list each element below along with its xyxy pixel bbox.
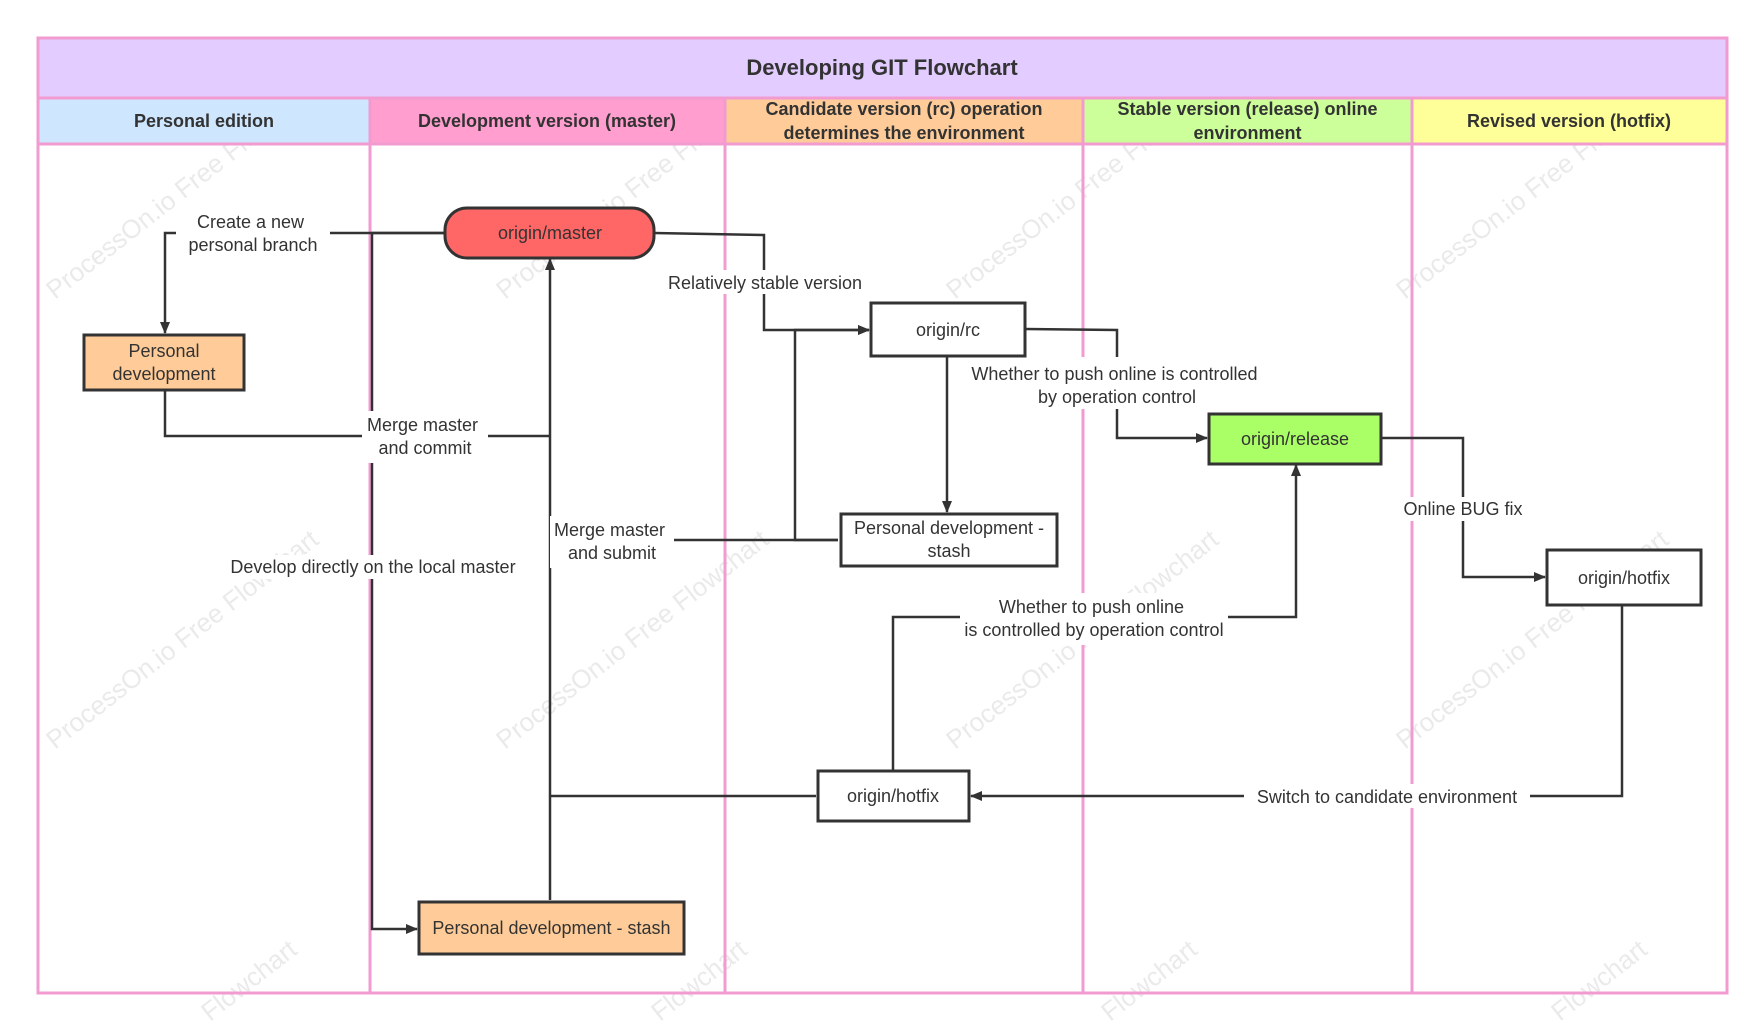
node-personal-development[interactable] [82,333,246,392]
node-label-layer: origin/master Personal development origi… [112,223,1670,938]
node-personal-dev-stash-rc[interactable] [839,512,1059,568]
node-origin-rc[interactable] [869,301,1027,358]
lane-label-personal: Personal edition [134,111,274,131]
lane-body-release [1081,142,1414,995]
node-layer [82,206,1703,956]
edge-label-merge-submit: Merge master and submit [554,520,670,563]
watermark: Flowchart [1095,933,1203,1027]
lane-body-hotfix [1410,142,1729,995]
edge-label-create-branch: Create a new personal branch [188,212,317,255]
edge-label-push-online-2: Whether to push online is controlled by … [964,597,1223,640]
watermark: Flowchart [195,933,303,1027]
edge-label-switch-candidate: Switch to candidate environment [1257,787,1517,807]
node-origin-hotfix-right[interactable] [1545,548,1703,607]
node-origin-release[interactable] [1207,412,1383,466]
node-label-origin-master: origin/master [498,223,602,243]
node-origin-master[interactable] [443,206,656,260]
edge-develop-local [370,231,445,934]
lane-label-hotfix: Revised version (hotfix) [1467,111,1671,131]
watermark: Flowchart [1545,933,1653,1027]
lane-header-hotfix [1410,96,1729,146]
edge-label-relatively-stable: Relatively stable version [668,273,862,293]
node-label-origin-hotfix-right: origin/hotfix [1578,568,1670,588]
node-label-personal-dev-stash-master: Personal development - stash [432,917,671,938]
node-label-origin-release: origin/release [1241,429,1349,449]
edge-label-layer: Create a new personal branch Relatively … [176,208,1530,808]
edge-stash-to-rc [793,325,870,542]
title-bar [36,36,1729,100]
lane-header-master [368,96,727,146]
lane-label-master: Development version (master) [418,111,676,131]
lane-label-rc: Candidate version (rc) operation determi… [765,99,1043,143]
edge-switch-candidate [970,605,1624,801]
edge-label-develop-local: Develop directly on the local master [230,557,515,577]
node-label-origin-rc: origin/rc [916,320,980,340]
edge-label-push-online-1: Whether to push online is controlled by … [971,364,1262,407]
edge-merge-commit [163,390,550,438]
lane-label-release: Stable version (release) online environm… [1117,99,1378,143]
node-origin-hotfix-rc[interactable] [816,769,971,823]
lane-header-rc [723,96,1085,146]
edge-label-online-bug-fix: Online BUG fix [1403,499,1522,519]
node-label-personal-development: Personal development [112,340,216,384]
edge-label-merge-commit: Merge master and commit [367,415,483,458]
page-title: Developing GIT Flowchart [746,55,1018,80]
node-label-origin-hotfix-rc: origin/hotfix [847,786,939,806]
node-personal-dev-stash-master[interactable] [417,900,686,956]
edge-create-branch [160,231,445,334]
node-label-personal-dev-stash-rc: Personal development - stash [853,518,1045,561]
